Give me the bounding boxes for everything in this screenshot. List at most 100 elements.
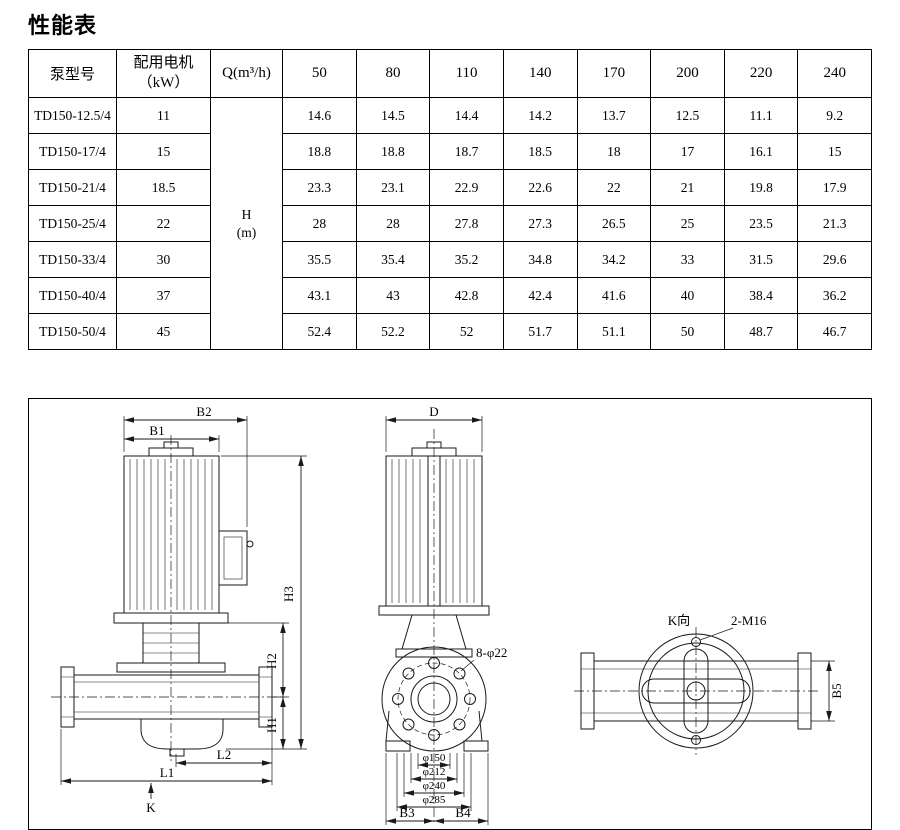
col-header-flow: 80 bbox=[355, 49, 431, 98]
volute bbox=[140, 719, 224, 750]
cell-model: TD150-40/4 bbox=[28, 277, 117, 314]
cell-model: TD150-12.5/4 bbox=[28, 97, 117, 134]
view-title-k: K向 bbox=[668, 613, 690, 628]
cell-value: 14.6 bbox=[282, 97, 357, 134]
cell-value: 35.2 bbox=[429, 241, 504, 278]
dim-label-d: D bbox=[429, 404, 438, 419]
pump-drawings: B2 B1 H3 H2 bbox=[51, 404, 844, 825]
tapped-hole-top bbox=[691, 637, 701, 647]
table-row: TD150-17/4 15 18.8 18.8 18.7 18.5 18 17 … bbox=[28, 133, 872, 170]
cell-value: 22.6 bbox=[502, 169, 578, 206]
cell-value: 18.8 bbox=[355, 133, 431, 170]
table-row: TD150-12.5/4 11 H (m) 14.6 14.5 14.4 14.… bbox=[28, 97, 872, 350]
cell-value: 29.6 bbox=[797, 241, 872, 278]
cell-value: 48.7 bbox=[723, 313, 799, 350]
front-view: 8-φ22 D φ150 φ212 bbox=[378, 404, 507, 825]
cell-value: 34.8 bbox=[502, 241, 578, 278]
drain-plug bbox=[169, 748, 185, 757]
dim-label-l1: L1 bbox=[160, 765, 174, 780]
dim-label-h3: H3 bbox=[281, 586, 296, 602]
motor-side bbox=[113, 441, 254, 624]
dim-label-b1: B1 bbox=[149, 423, 164, 438]
cell-value: 17.9 bbox=[797, 169, 872, 206]
cell-value: 43 bbox=[355, 277, 431, 314]
cell-value: 41.6 bbox=[576, 277, 652, 314]
foot-left bbox=[385, 740, 411, 752]
cell-power: 37 bbox=[116, 277, 211, 314]
cell-value: 18.8 bbox=[282, 133, 357, 170]
cell-power: 15 bbox=[116, 133, 211, 170]
cell-value: 33 bbox=[650, 241, 725, 278]
cell-value: 42.8 bbox=[429, 277, 504, 314]
view-label-k: K bbox=[146, 800, 156, 815]
side-view: B2 B1 H3 H2 bbox=[51, 404, 307, 815]
cell-value: 18.7 bbox=[429, 133, 504, 170]
volute-top bbox=[638, 633, 754, 749]
cell-value: 35.4 bbox=[355, 241, 431, 278]
dimension-h3: H3 bbox=[221, 455, 307, 750]
pump-body-front bbox=[381, 614, 489, 752]
cell-value: 28 bbox=[355, 205, 431, 242]
cell-value: 40 bbox=[650, 277, 725, 314]
cell-value: 52 bbox=[429, 313, 504, 350]
cell-value: 23.1 bbox=[355, 169, 431, 206]
dimension-b3-b4: B3 B4 bbox=[385, 753, 489, 825]
cell-value: 21 bbox=[650, 169, 725, 206]
dim-label-phi240: φ240 bbox=[423, 780, 446, 792]
tapped-hole-bottom bbox=[691, 735, 701, 745]
dim-label-h2: H2 bbox=[264, 653, 279, 669]
cell-value: 38.4 bbox=[723, 277, 799, 314]
cell-value: 51.1 bbox=[576, 313, 652, 350]
h-unit-cell: H (m) bbox=[210, 97, 283, 350]
col-header-model: 泵型号 bbox=[28, 49, 117, 98]
cell-value: 25 bbox=[650, 205, 725, 242]
cell-value: 15 bbox=[797, 133, 872, 170]
cell-value: 46.7 bbox=[797, 313, 872, 350]
cell-value: 21.3 bbox=[797, 205, 872, 242]
dimension-phi285: φ285 bbox=[396, 753, 472, 811]
cell-value: 9.2 bbox=[797, 97, 872, 134]
dim-label-b3: B3 bbox=[399, 805, 414, 820]
cell-value: 19.8 bbox=[723, 169, 799, 206]
cell-power: 18.5 bbox=[116, 169, 211, 206]
col-header-flow: 200 bbox=[650, 49, 725, 98]
dim-label-b4: B4 bbox=[455, 805, 471, 820]
page-title: 性能表 bbox=[28, 13, 98, 38]
cell-value: 23.5 bbox=[723, 205, 799, 242]
col-header-q: Q(m³/h) bbox=[210, 49, 283, 98]
table-row: TD150-21/4 18.5 23.3 23.1 22.9 22.6 22 2… bbox=[28, 169, 872, 206]
cell-value: 50 bbox=[650, 313, 725, 350]
terminal-box bbox=[218, 530, 248, 586]
dimension-h2: H2 bbox=[228, 622, 289, 698]
dim-label-phi212: φ212 bbox=[423, 766, 446, 778]
table-row: TD150-25/4 22 28 28 27.8 27.3 26.5 25 23… bbox=[28, 205, 872, 242]
pump-body-side bbox=[60, 662, 273, 757]
cell-value: 34.2 bbox=[576, 241, 652, 278]
cell-value: 14.2 bbox=[502, 97, 578, 134]
bolt-holes bbox=[392, 657, 476, 741]
cell-value: 13.7 bbox=[576, 97, 652, 134]
cell-model: TD150-50/4 bbox=[28, 313, 117, 350]
dim-label-phi285: φ285 bbox=[423, 794, 446, 806]
dim-label-b2: B2 bbox=[196, 404, 211, 419]
cell-value: 16.1 bbox=[723, 133, 799, 170]
view-arrow-k: K bbox=[146, 783, 156, 815]
discharge-flange bbox=[258, 666, 273, 728]
col-header-flow: 50 bbox=[282, 49, 357, 98]
dimension-b1: B1 bbox=[124, 423, 220, 452]
cell-power: 11 bbox=[116, 97, 211, 134]
cell-value: 22.9 bbox=[429, 169, 504, 206]
table-row: TD150-33/4 30 35.5 35.4 35.2 34.8 34.2 3… bbox=[28, 241, 872, 278]
col-header-motor: 配用电机 （kW） bbox=[116, 49, 211, 98]
cell-value: 18.5 bbox=[502, 133, 578, 170]
foot-right bbox=[463, 740, 489, 752]
table-header-row: 泵型号 配用电机 （kW） Q(m³/h) 50 80 110 140 170 … bbox=[28, 49, 872, 98]
dimension-b5: B5 bbox=[811, 660, 844, 722]
dimension-phi150: φ150 bbox=[417, 752, 451, 769]
col-header-flow: 240 bbox=[797, 49, 872, 98]
dimension-drawing: B2 B1 H3 H2 bbox=[28, 398, 872, 830]
col-header-flow: 140 bbox=[502, 49, 578, 98]
cell-value: 42.4 bbox=[502, 277, 578, 314]
dimension-l2: L2 bbox=[175, 729, 273, 785]
